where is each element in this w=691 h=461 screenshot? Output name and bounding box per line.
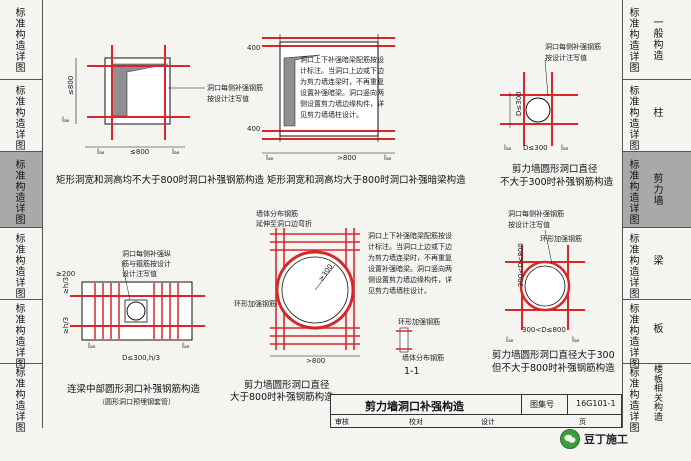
detail-circle-opening-large: ≥300 >800 墙体分布钢筋 延伸至洞口边弯折 环形加强钢筋 洞口上下补强暗… bbox=[230, 209, 452, 403]
left-sidebar-cell[interactable]: 标准构造详图 bbox=[0, 228, 42, 300]
dim-label: 300<D≤800 bbox=[522, 326, 566, 334]
right-sidebar-cell[interactable]: 标准构造详图 板 bbox=[623, 300, 691, 370]
right-sidebar: 标准构造详图 一般构造 标准构造详图 柱 标准构造详图 剪力墙 标准构造详图 梁… bbox=[622, 0, 691, 434]
watermark: 豆丁施工 bbox=[560, 428, 628, 450]
note-text: 洞口每侧补强纵 bbox=[122, 249, 171, 258]
dim-label: ≥200 bbox=[56, 270, 75, 278]
dim-label: ≥h/3 bbox=[62, 317, 70, 334]
label-text: 环形加强钢筋 bbox=[540, 234, 582, 243]
dim-label: lₐₑ bbox=[572, 336, 580, 344]
caption: 连梁中部圆形洞口补强钢筋构造 bbox=[67, 383, 201, 395]
caption: 但不大于800时补强钢筋构造 bbox=[492, 362, 615, 374]
left-sidebar-cell[interactable]: 标准构造详图 bbox=[0, 300, 42, 370]
note-text: 侧设置剪力墙边缘构件，详 bbox=[300, 99, 384, 108]
left-sidebar-cell[interactable]: 标准构造详图 bbox=[0, 80, 42, 152]
dim-label: D≤300,h/3 bbox=[122, 354, 160, 362]
caption: 矩形洞宽和洞高均大于800时洞口补强暗梁构造 bbox=[267, 174, 466, 186]
caption: 剪力墙圆形洞口直径 bbox=[512, 163, 598, 175]
dim-label: >800 bbox=[337, 154, 356, 162]
dim-label: ≤800 bbox=[67, 76, 75, 95]
design-label: 设计 bbox=[481, 418, 495, 426]
left-sidebar-cell[interactable]: 标准构造详图 bbox=[15, 368, 26, 434]
dim-label: ≥h/3 bbox=[62, 277, 70, 294]
dim-label: lₐₑ bbox=[172, 148, 180, 156]
note-text: 洞口上下补强暗梁配筋按设 bbox=[368, 231, 452, 240]
note-text: 为剪力墙连梁时，不再重复 bbox=[368, 253, 452, 262]
right-sidebar-cell[interactable]: 标准构造详图 梁 bbox=[623, 228, 691, 300]
label-text: 环形加强钢筋 bbox=[234, 299, 276, 308]
note-text: 设置补强暗梁。洞口竖向两 bbox=[368, 264, 452, 273]
dim-label: lₐₑ bbox=[506, 336, 514, 344]
dim-label: lₐₑ bbox=[384, 154, 392, 162]
atlas-label: 图集号 bbox=[530, 400, 554, 409]
dim-label: lₐₑ bbox=[561, 144, 569, 152]
atlas-number: 16G101-1 bbox=[576, 399, 616, 408]
dim-label: 400 bbox=[247, 125, 260, 133]
dim-label: lₐₑ bbox=[62, 116, 70, 124]
note-text: 洞口每侧补强钢筋 bbox=[508, 209, 564, 218]
dim-label: lₐₑ bbox=[504, 144, 512, 152]
note-text: 筋与箍筋按设计 bbox=[122, 259, 171, 268]
note-text: 洞口每侧补强钢筋 bbox=[545, 42, 601, 51]
signature-row: 审核 校对 设计 页 bbox=[331, 415, 621, 428]
section-label: 1-1 bbox=[404, 366, 420, 377]
note-text: 见剪力墙墙柱设计。 bbox=[300, 110, 363, 119]
left-sidebar-cell-active[interactable]: 标准构造详图 bbox=[0, 152, 42, 228]
review-label: 审核 bbox=[335, 418, 349, 426]
caption: 剪力墙圆形洞口直径 bbox=[244, 379, 330, 391]
note-text: 计标注。当洞口上边或下边 bbox=[300, 66, 384, 75]
caption: 不大于300时补强钢筋构造 bbox=[500, 176, 614, 188]
dim-label: 300<D≤800 bbox=[517, 243, 525, 287]
dim-label: lₐₑ bbox=[97, 148, 105, 156]
label-text: 环形加强钢筋 bbox=[398, 317, 440, 326]
note-text: 设置补强暗梁。洞口竖向两 bbox=[300, 88, 384, 97]
right-sidebar-cell[interactable]: 标准构造详图 一般构造 bbox=[623, 0, 691, 80]
dim-label: D≤300 bbox=[523, 144, 548, 152]
page-label: 页 bbox=[579, 418, 586, 426]
dim-label: lₐₑ bbox=[182, 342, 190, 350]
check-label: 校对 bbox=[409, 418, 423, 426]
note-text: 侧设置剪力墙边缘构件，详 bbox=[368, 275, 452, 284]
detail-drawings: ≤800 ≤800 lₐₑ lₐₑ lₐₑ 洞口每侧补强钢筋 按设计注写值 矩形… bbox=[56, 34, 615, 406]
right-sidebar-cell[interactable]: 标准构造详图 柱 bbox=[623, 80, 691, 152]
note-text: 按设计注写值 bbox=[207, 94, 249, 103]
dim-label: lₐₑ bbox=[88, 342, 96, 350]
right-sidebar-cell-active[interactable]: 标准构造详图 剪力墙 bbox=[623, 152, 691, 228]
drawing-title: 剪力墙洞口补强构造 bbox=[365, 400, 464, 413]
note-text: 按设计注写值 bbox=[545, 53, 587, 62]
watermark-text: 豆丁施工 bbox=[584, 433, 628, 446]
note-text: 为剪力墙连梁时，不再重复 bbox=[300, 77, 384, 86]
dim-label: lₐₑ bbox=[266, 154, 274, 162]
dim-label: 400 bbox=[247, 44, 260, 52]
note-text: 见剪力墙墙柱设计。 bbox=[368, 286, 431, 295]
label-text: 墙体分布钢筋 bbox=[402, 353, 444, 362]
note-text: 计标注。当洞口上边或下边 bbox=[368, 242, 452, 251]
wechat-logo-icon bbox=[560, 429, 580, 449]
label-text: 延伸至洞口边弯折 bbox=[256, 219, 312, 228]
caption: 矩形洞宽和洞高均不大于800时洞口补强钢筋构造 bbox=[56, 174, 265, 186]
left-sidebar-cell[interactable]: 标准构造详图 bbox=[0, 0, 42, 80]
detail-coupling-beam-opening: D≤300,h/3 ≥h/3 ≥h/3 lₐₑ lₐₑ ≥200 洞口每侧补强纵… bbox=[56, 249, 205, 406]
title-block: 剪力墙洞口补强构造 图集号 16G101-1 审核 校对 设计 页 bbox=[330, 394, 622, 428]
left-sidebar: 标准构造详图 标准构造详图 标准构造详图 标准构造详图 标准构造详图 标准构造详… bbox=[0, 0, 43, 434]
subcaption: （圆形洞口预埋钢套管） bbox=[98, 397, 175, 406]
note-text: 洞口每侧补强钢筋 bbox=[207, 83, 263, 92]
dim-label: >800 bbox=[306, 357, 325, 365]
dim-label: D≤300 bbox=[515, 91, 523, 116]
note-text: 洞口上下补强暗梁配筋按设 bbox=[300, 55, 384, 64]
note-text: 按设计注写值 bbox=[508, 220, 550, 229]
detail-circle-opening-medium: 300<D≤800 300<D≤800 lₐₑ lₐₑ 洞口每侧补强钢筋 按设计… bbox=[492, 209, 615, 374]
caption: 剪力墙圆形洞口直径大于300 bbox=[492, 349, 615, 361]
detail-rect-opening-small: ≤800 ≤800 lₐₑ lₐₑ lₐₑ 洞口每侧补强钢筋 按设计注写值 矩形… bbox=[56, 45, 265, 186]
right-sidebar-cell[interactable]: 标准构造详图 楼板相关构造 bbox=[629, 365, 664, 434]
label-text: 墙体分布钢筋 bbox=[256, 209, 298, 218]
dim-label: ≤800 bbox=[130, 148, 149, 156]
note-text: 设计注写值 bbox=[122, 269, 157, 278]
detail-circle-opening-small: D≤300 D≤300 lₐₑ lₐₑ 洞口每侧补强钢筋 按设计注写值 剪力墙圆… bbox=[500, 42, 614, 188]
detail-rect-opening-large: 400 400 >800 lₐₑ lₐₑ 洞口上下补强暗梁配筋按设 计标注。当洞… bbox=[247, 34, 466, 186]
caption: 大于800时补强钢筋构造 bbox=[230, 391, 334, 403]
